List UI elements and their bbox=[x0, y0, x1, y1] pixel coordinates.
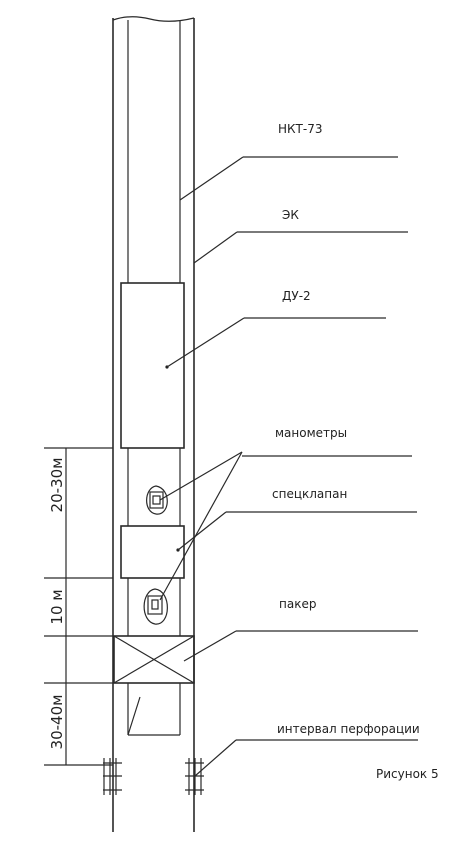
tubing bbox=[127, 20, 181, 736]
label-nkt: НКТ-73 bbox=[278, 122, 322, 136]
packer-device bbox=[113, 635, 195, 684]
label-manometers: манометры bbox=[275, 426, 347, 440]
leader-lines bbox=[159, 156, 418, 777]
dim-20-30: 20-30м bbox=[48, 458, 66, 513]
dim-30-40: 30-40м bbox=[48, 695, 66, 750]
figure-caption: Рисунок 5 bbox=[376, 767, 439, 781]
valve-device bbox=[120, 525, 185, 579]
label-du: ДУ-2 bbox=[282, 289, 311, 303]
dim-10: 10 м bbox=[48, 589, 66, 624]
label-packer: пакер bbox=[279, 597, 316, 611]
du2-device bbox=[120, 282, 185, 449]
label-ek: ЭК bbox=[282, 208, 299, 222]
manometer-upper bbox=[146, 485, 168, 515]
label-perforation: интервал перфорации bbox=[277, 722, 420, 736]
perforation-marks bbox=[103, 758, 204, 795]
dimension-lines bbox=[44, 447, 113, 766]
casing bbox=[112, 16, 195, 832]
manometer-lower bbox=[143, 588, 168, 625]
label-valve: спецклапан bbox=[272, 487, 347, 501]
